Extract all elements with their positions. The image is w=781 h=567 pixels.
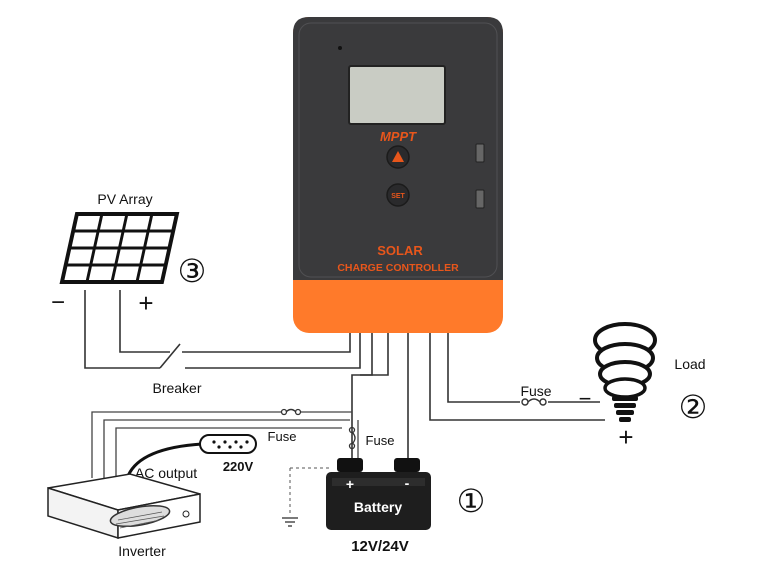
battery-number-label: ①: [457, 483, 486, 519]
load-negative-wire: [429, 333, 605, 421]
load-plus-label: +: [618, 422, 633, 452]
ac-output-label: AC output: [135, 465, 197, 481]
fuse-icon-inverter: [280, 408, 302, 416]
up-arrow-icon: [392, 151, 404, 162]
controller-subtitle: CHARGE CONTROLLER: [337, 262, 459, 274]
up-button[interactable]: [386, 145, 410, 169]
pv-plus-label: +: [138, 288, 153, 318]
fuse-icon-load: [521, 398, 547, 406]
ground-icon: [282, 517, 298, 527]
inverter-box-icon: [47, 473, 201, 540]
status-led: [338, 46, 342, 50]
power-strip-icon: [126, 434, 257, 477]
inverter-wire-2: [103, 419, 350, 478]
pv-number-label: ③: [178, 253, 207, 289]
battery-body: [326, 472, 431, 530]
light-bulb-icon: [593, 322, 657, 422]
pv-positive-wire-to-controller: [182, 333, 351, 353]
battery-positive-terminal: [337, 458, 363, 472]
pv-negative-wire-to-controller: [185, 333, 361, 369]
battery-positive-wire-b: [360, 333, 389, 376]
pv-array-label: PV Array: [97, 191, 152, 207]
breaker-label: Breaker: [152, 380, 201, 396]
inverter-wire-4: [115, 427, 342, 478]
ac-voltage-label: 220V: [223, 459, 254, 474]
pv-array: PV Array − + ③: [51, 191, 206, 318]
inverter-positive-wire: [91, 411, 282, 478]
set-button-label: SET: [391, 193, 405, 200]
breaker-switch: [159, 343, 181, 369]
inverter: Fuse Fuse AC output 220V Inverter: [47, 429, 395, 559]
inverter-label: Inverter: [118, 543, 166, 559]
load: Load Fuse − + ②: [520, 322, 708, 452]
lcd-screen: [348, 65, 446, 125]
wiring: [84, 290, 605, 527]
controller-title: SOLAR: [377, 243, 423, 258]
charge-controller: MPPT SET SOLAR CHARGE CONTROLLER: [293, 17, 503, 333]
load-minus-label: −: [579, 386, 592, 411]
load-fuse-label: Fuse: [520, 383, 551, 399]
pv-positive-wire: [119, 290, 170, 353]
load-label: Load: [674, 356, 705, 372]
solar-panel-icon: [59, 212, 180, 284]
fuse-icon-battery: [348, 426, 356, 450]
inverter-fuse-label: Fuse: [268, 429, 297, 444]
battery-plus-label: +: [346, 476, 354, 492]
battery-voltage-label: 12V/24V: [351, 538, 409, 555]
usb-port-icon: [475, 143, 485, 163]
load-positive-wire: [447, 333, 520, 403]
battery-negative-terminal: [394, 458, 420, 472]
mppt-label: MPPT: [380, 129, 417, 144]
battery-fuse-label: Fuse: [366, 433, 395, 448]
battery-label: Battery: [354, 499, 402, 515]
set-button[interactable]: SET: [386, 183, 410, 207]
pv-minus-label: −: [51, 289, 65, 316]
pv-negative-wire: [84, 290, 160, 369]
battery-minus-label: -: [405, 475, 410, 491]
load-number-label: ②: [679, 389, 708, 425]
battery: + - Battery 12V/24V ①: [326, 458, 485, 555]
usb-port-icon: [475, 189, 485, 209]
